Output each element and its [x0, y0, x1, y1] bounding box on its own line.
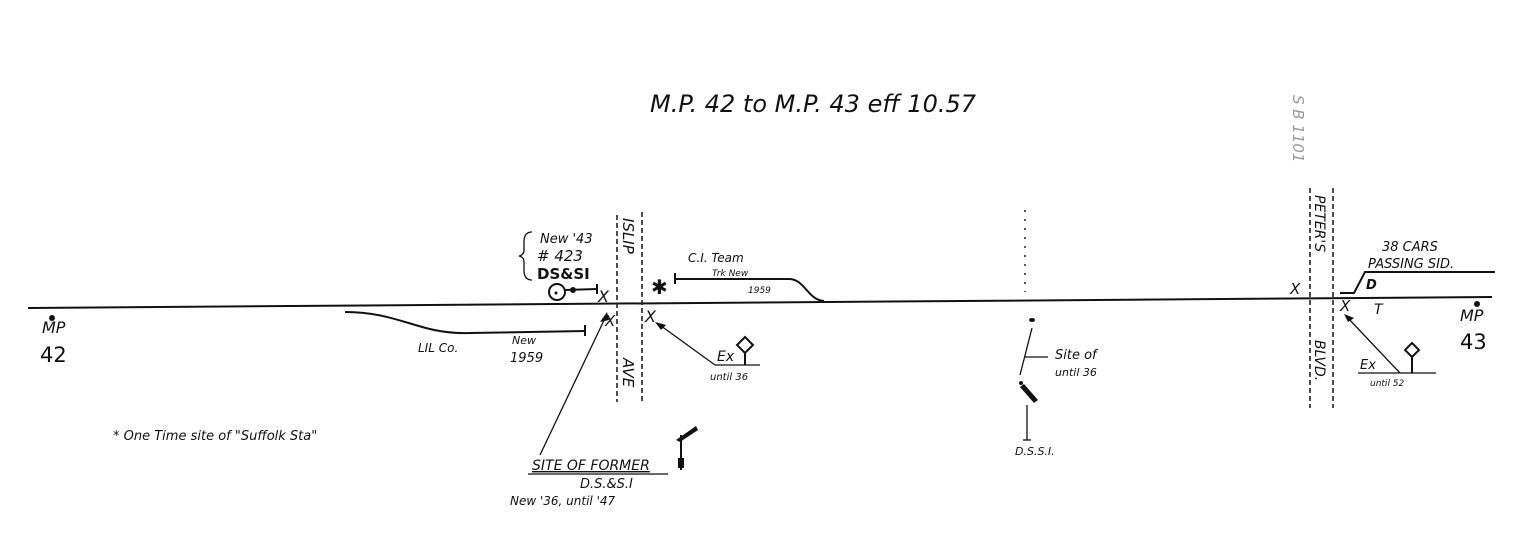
t-mark: T	[1374, 302, 1384, 318]
milepost-43-marker	[1474, 301, 1480, 307]
semaphore-signal-icon	[676, 426, 698, 470]
street-label-islip: ISLIP	[619, 218, 637, 255]
signal-note-number: # 423	[537, 247, 583, 265]
former-site-dssi: D.S.&S.I	[580, 477, 633, 492]
former-site-arrow	[539, 313, 608, 456]
faint-margin-text: S B 1101	[1289, 95, 1307, 163]
milepost-42-number: 42	[40, 343, 67, 367]
diagram-title: M.P. 42 to M.P. 43 eff 10.57	[650, 90, 977, 118]
passing-siding-capacity: 38 CARS	[1382, 240, 1438, 255]
diamond-sign-icon	[735, 335, 755, 365]
street-label-ave: AVE	[619, 357, 637, 388]
middle-site-arrow	[1019, 327, 1033, 376]
passing-siding	[1340, 271, 1495, 294]
diamond-sign-icon	[1403, 341, 1421, 373]
ex-islip-label: Ex	[717, 349, 735, 365]
site-marker	[1029, 318, 1035, 322]
middle-site-dssi: D.S.S.I.	[1015, 445, 1055, 458]
crossing-x-mark: X	[1289, 280, 1301, 298]
note-brace	[518, 231, 533, 281]
arrow-head	[600, 312, 609, 322]
milepost-42-label: MP	[42, 318, 66, 337]
milepost-43-label: MP	[1460, 306, 1484, 325]
lil-co-label: LIL Co.	[418, 341, 458, 355]
ex-islip-until: until 36	[710, 372, 748, 383]
crossing-x-mark: X	[644, 307, 657, 326]
ci-year-label: 1959	[748, 286, 771, 296]
street-label-peters: PETER'S	[1311, 195, 1327, 252]
former-site-label: SITE OF FORMER	[532, 458, 650, 474]
signal-note-dssi: DS&SI	[537, 265, 590, 283]
lil-new-label: New	[512, 334, 536, 347]
middle-site-label: Site of	[1055, 348, 1099, 363]
milepost-43-number: 43	[1460, 330, 1487, 354]
crossing-x-mark: X	[1339, 297, 1351, 315]
footnote: * One Time site of "Suffolk Sta"	[113, 429, 317, 444]
arrow-head	[655, 322, 666, 330]
crossing-x-mark: X	[597, 287, 610, 306]
passing-siding-label: PASSING SID.	[1368, 257, 1454, 272]
milepost-42-marker	[49, 315, 55, 321]
suffolk-station-asterisk: ✱	[651, 275, 668, 299]
dwarf-signal-icon	[548, 283, 598, 301]
ci-team-label: C.I. Team	[688, 251, 744, 265]
former-site-dates: New '36, until '47	[510, 494, 616, 508]
ex-arrow	[1345, 315, 1401, 374]
main-track	[27, 296, 1493, 309]
lil-year-label: 1959	[510, 351, 543, 366]
street-label-blvd: BLVD.	[1311, 340, 1327, 381]
switch-letter: D	[1366, 278, 1377, 293]
ex-arrow	[656, 322, 716, 366]
middle-site-until: until 36	[1055, 366, 1097, 379]
signal-note-new: New '43	[540, 232, 593, 247]
arrow-head	[1344, 314, 1354, 322]
ci-trk-new-label: Trk New	[712, 269, 749, 279]
ex-peters-until: until 52	[1370, 379, 1405, 389]
ci-team-track	[675, 278, 825, 302]
crossing-x-mark: X	[604, 312, 616, 330]
lil-co-siding	[344, 311, 586, 335]
ex-peters-label: Ex	[1360, 358, 1376, 373]
signal-icon	[1019, 381, 1038, 441]
